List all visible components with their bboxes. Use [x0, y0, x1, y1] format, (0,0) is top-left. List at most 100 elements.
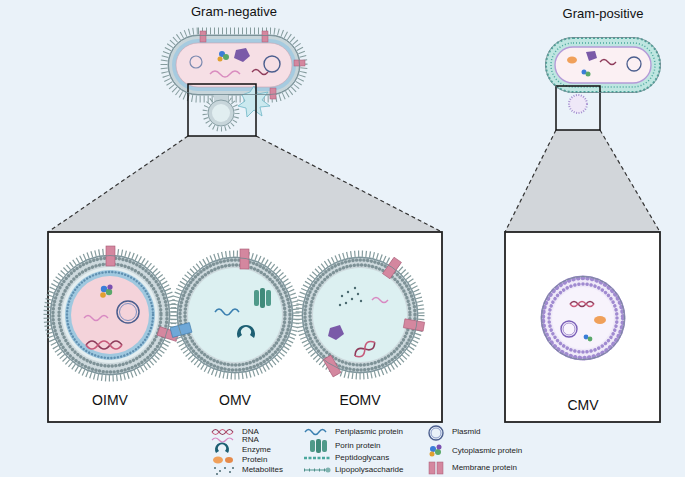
- legend-text: Lipopolysaccharide: [335, 465, 404, 475]
- metabolite-dot: [360, 300, 362, 302]
- protein-icon: [328, 325, 344, 340]
- metabolite-dots: [339, 287, 362, 306]
- metabolite-dot: [351, 298, 353, 300]
- legend-icon: [430, 452, 435, 457]
- cytoplasmic-protein: [223, 54, 229, 60]
- legend-text: Periplasmic protein: [335, 427, 403, 437]
- dna-strand: [570, 302, 594, 307]
- zoom-panel: [505, 232, 660, 422]
- cytoplasmic-protein: [107, 284, 112, 289]
- legend-text: Metabolites: [242, 465, 283, 475]
- legend-icon: [304, 469, 326, 471]
- metabolite-dot: [341, 295, 343, 297]
- legend-icon: [322, 440, 327, 452]
- zoom-fan: [505, 130, 660, 232]
- metabolite-dot: [219, 470, 221, 472]
- plasmid-icon: [561, 321, 577, 337]
- lipid-heads: [59, 264, 161, 366]
- cytoplasmic-membrane: [541, 276, 625, 360]
- zoom-line: [48, 136, 188, 232]
- outer-membrane: [302, 257, 418, 373]
- inner-membrane: [172, 39, 296, 91]
- vesicle-node: EOMV: [302, 257, 418, 373]
- vesicle-node: OMV: [177, 257, 293, 373]
- legend-icon: [212, 430, 233, 435]
- protein-icon: [567, 57, 577, 64]
- cytoplasm: [71, 276, 149, 354]
- legend-icon: [429, 462, 435, 474]
- vesicle-outline: [50, 255, 170, 375]
- metabolite-dot: [357, 293, 359, 295]
- legend-icon: [225, 457, 233, 463]
- dna-strand: [353, 339, 377, 359]
- legend-icon: [305, 430, 326, 435]
- vesicle-node: CMV: [541, 276, 625, 360]
- protein-icon: [234, 48, 250, 62]
- metabolite-dot: [345, 302, 347, 304]
- legend-text: Peptidoglycans: [335, 453, 389, 463]
- cytoplasmic-protein: [218, 57, 223, 62]
- plasmid-icon: [120, 304, 137, 321]
- outer-membrane: [177, 257, 293, 373]
- plasmid-icon: [190, 56, 202, 68]
- lipid-heads: [549, 284, 617, 352]
- membrane-protein: [262, 31, 268, 42]
- metabolite-dot: [214, 467, 216, 469]
- vesicle-label: CMV: [567, 397, 598, 413]
- periplasm: [62, 267, 158, 363]
- legend-icon: [437, 445, 442, 450]
- vesicle-outline: [541, 276, 625, 360]
- legend-icon: [430, 446, 436, 452]
- legend-text: Plasmid: [452, 427, 480, 437]
- cell-border: [546, 38, 661, 93]
- rna-strand: [84, 316, 108, 321]
- porin-protein: [254, 290, 259, 306]
- vesicle-outline: [302, 257, 418, 373]
- vesicle-lumen: [313, 268, 407, 362]
- protein-icon: [594, 316, 606, 324]
- plasmid-icon: [264, 56, 280, 72]
- metabolite-dot: [232, 467, 234, 469]
- zoom-line: [256, 136, 442, 232]
- legend-icon: [214, 467, 234, 475]
- dna-strand: [600, 60, 616, 65]
- legend-text: Membrane protein: [452, 463, 517, 473]
- dna-strand: [86, 341, 122, 349]
- legend-icon: [215, 442, 229, 453]
- lps-layer: [47, 252, 173, 378]
- lps-layer: [174, 254, 296, 376]
- metabolite-dot: [216, 473, 218, 475]
- membrane-protein: [323, 355, 341, 377]
- plasmid-icon: [117, 301, 139, 323]
- legend-icon: [435, 449, 441, 455]
- legend-icon: [310, 440, 315, 452]
- membrane-protein: [200, 31, 206, 42]
- legend-icon: [212, 438, 233, 442]
- vesicle-lumen: [212, 104, 230, 122]
- zoom-fan: [48, 136, 442, 232]
- metabolite-dot: [347, 291, 349, 293]
- vesicle-border: [51, 256, 170, 375]
- vesicle-label: EOMV: [339, 392, 380, 408]
- inner-membrane: [65, 270, 155, 360]
- legend-icon: [304, 457, 330, 460]
- plasmid-icon: [563, 323, 575, 335]
- enzyme-icon: [237, 325, 255, 338]
- dna-strand: [570, 302, 594, 307]
- zoom-line: [600, 130, 660, 232]
- cytoplasmic-protein: [586, 72, 591, 77]
- membrane-protein: [403, 319, 424, 331]
- peptidoglycan-wall: [551, 43, 655, 87]
- legend-text: Cytoplasmic protein: [452, 446, 522, 456]
- lipid-heads: [185, 265, 285, 365]
- legend-icon: [437, 462, 443, 474]
- legend-text: Protein: [242, 455, 267, 465]
- cell-burst: [238, 86, 270, 117]
- periplasmic-protein: [215, 309, 239, 315]
- legend-icon: [326, 468, 331, 473]
- peptidoglycan-wall: [546, 38, 660, 92]
- legend-text: RNA: [242, 435, 259, 445]
- metabolite-dot: [339, 304, 341, 306]
